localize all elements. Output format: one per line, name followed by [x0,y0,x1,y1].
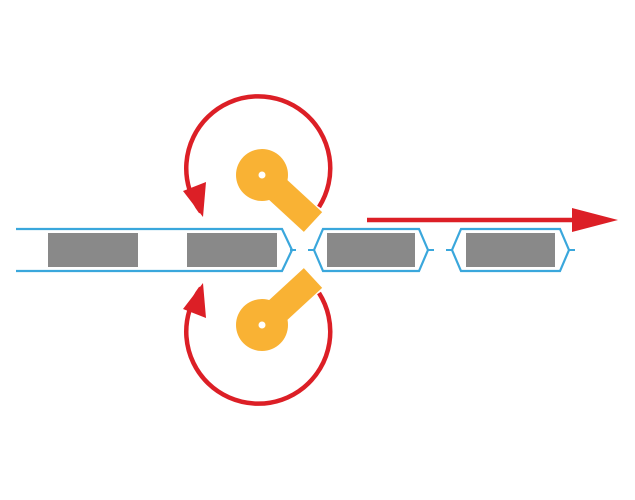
product-block [187,233,277,267]
lower-cutter-icon [236,268,323,351]
feed-direction-arrow-icon [367,208,618,232]
continuous-strip [16,227,294,273]
upper-cutter-icon [236,149,323,232]
upper-rotation-arrow-icon [183,94,333,217]
product-block [327,233,415,267]
lower-rotation-arrow-icon [183,283,333,406]
cut-piece [450,227,571,273]
product-block [48,233,138,267]
product-block [466,233,555,267]
cut-piece [312,227,430,273]
